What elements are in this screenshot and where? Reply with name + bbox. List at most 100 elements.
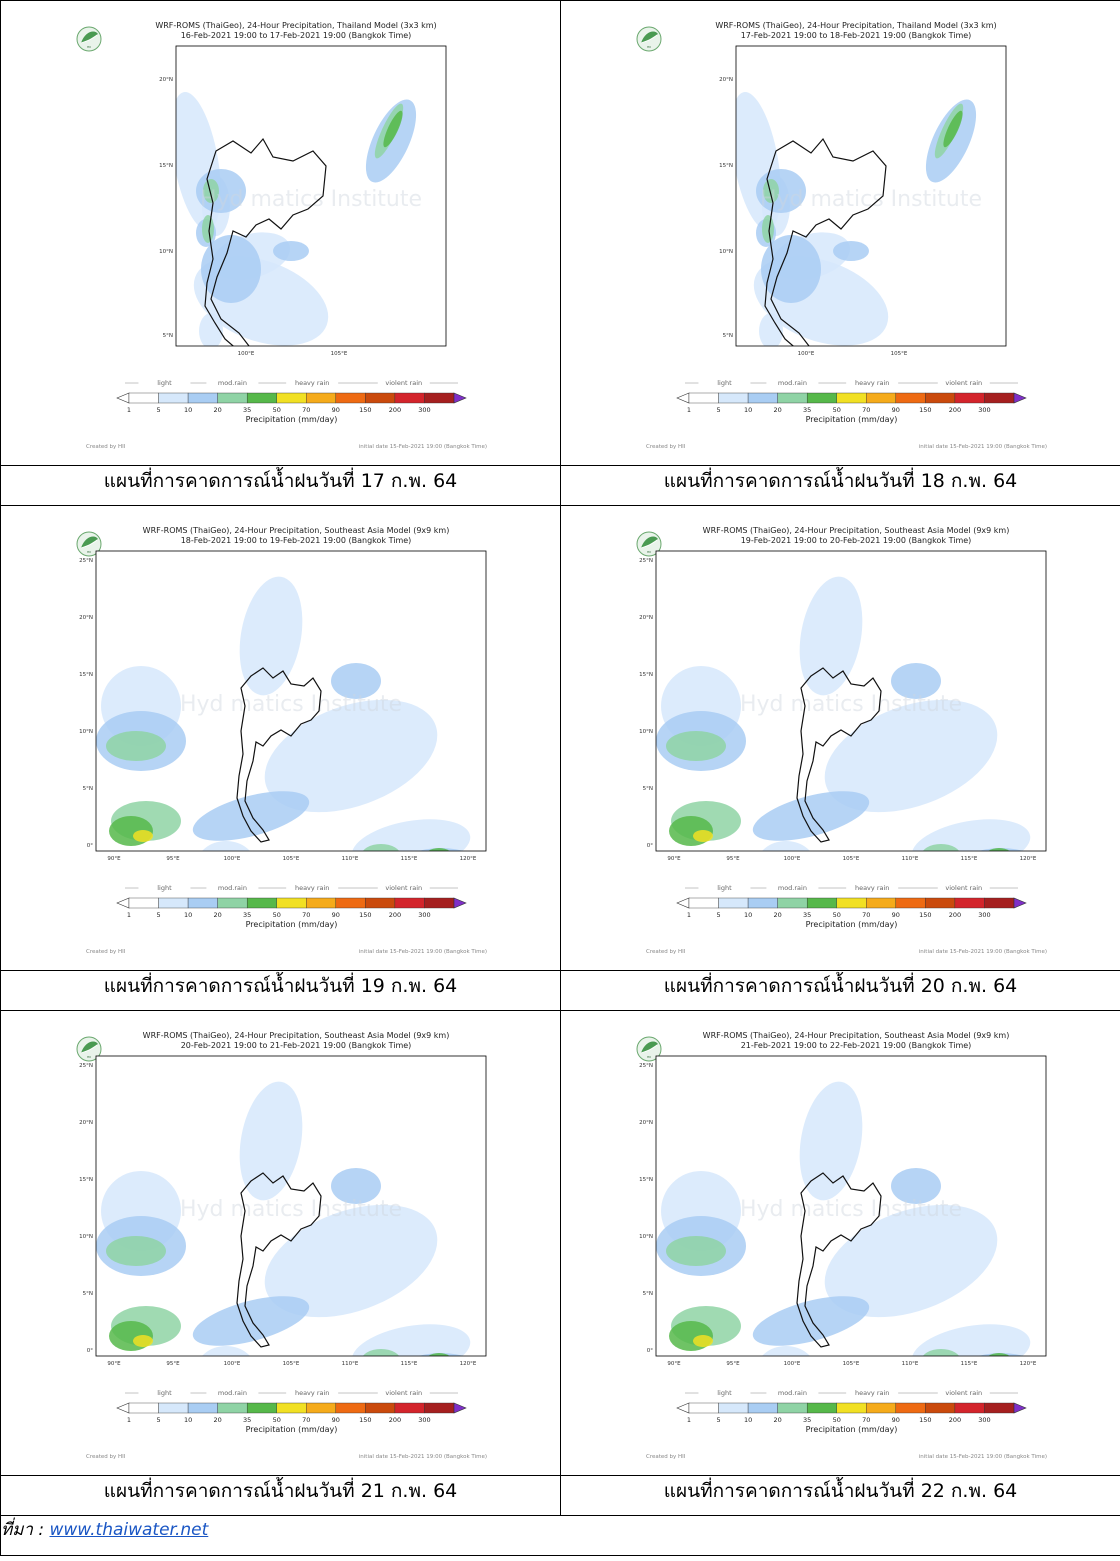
colorbar-category-label: heavy rain [295,379,329,387]
colorbar-overflow [1013,392,1027,404]
lat-tick-label: 0° [87,1348,93,1354]
colorbar-underflow [116,897,130,909]
initial-date-label: initial date 15-Feb-2021 19:00 (Bangkok … [359,444,487,450]
colorbar-tick-label: 5 [156,911,160,919]
lon-tick-label: 95°E [166,856,180,862]
category-label-bg [206,1388,259,1397]
colorbar-segment [688,897,719,909]
colorbar-segment [335,392,366,404]
colorbar-segment [777,1402,808,1414]
colorbar-tick-label: 1 [127,1416,131,1424]
lat-tick-label: 20°N [639,615,653,621]
map-title-line1: WRF-ROMS (ThaiGeo), 24-Hour Precipitatio… [143,526,450,535]
rain-area [106,731,166,761]
forecast-map-figure: HII WRF-ROMS (ThaiGeo), 24-Hour Precipit… [76,526,487,955]
rain-area [833,241,869,261]
colorbar-category-label: light [157,1389,172,1397]
rain-area [331,663,381,699]
colorbar-segment [394,392,425,404]
colorbar-category-label: heavy rain [295,1389,329,1397]
lat-tick-label: 5°N [643,786,653,792]
source-link[interactable]: www.thaiwater.net [49,1520,209,1540]
lat-tick-label: 5°N [83,1291,93,1297]
rain-area [911,1324,1031,1356]
initial-date-label: initial date 15-Feb-2021 19:00 (Bangkok … [919,1454,1047,1460]
colorbar-segment [718,392,749,404]
lat-tick-label: 15°N [159,163,173,169]
colorbar-tick-label: 20 [213,911,221,919]
rain-area [666,731,726,761]
colorbar-segment [246,392,277,404]
colorbar-segment [424,1402,455,1414]
colorbar-category-label: heavy rain [855,1389,889,1397]
map-title-line2: 17-Feb-2021 19:00 to 18-Feb-2021 19:00 (… [741,31,972,40]
lat-tick-label: 10°N [79,1234,93,1240]
rain-area [239,576,303,696]
rain-area [891,663,941,699]
lon-tick-label: 95°E [166,1361,180,1367]
rain-area [362,844,400,851]
colorbar-category-label: mod.rain [778,1389,807,1397]
rain-area [106,1236,166,1266]
colorbar-segment [394,897,425,909]
colorbar-segment [925,1402,956,1414]
colorbar-tick-label: 150 [919,911,931,919]
colorbar-tick-label: 70 [302,406,310,414]
colorbar-tick-label: 90 [332,1416,340,1424]
colorbar-segment [128,392,159,404]
lon-tick-label: 90°E [107,856,121,862]
rain-area [362,1349,400,1356]
colorbar-label: Precipitation (mm/day) [806,1425,898,1434]
rain-area [133,830,153,842]
created-by-label: Created by HII [646,949,686,955]
lat-tick-label: 5°N [723,333,733,339]
lat-tick-label: 10°N [79,729,93,735]
colorbar-tick-label: 50 [273,1416,281,1424]
lat-tick-label: 20°N [719,77,733,83]
hii-leaf-logo-icon: HII [76,1036,102,1062]
map-caption: แผนที่การคาดการณ์น้ำฝนวันที่ 17 ก.พ. 64 [0,465,561,506]
category-label-bg [377,883,430,892]
colorbar-segment [276,1402,307,1414]
colorbar-overflow [453,897,467,909]
svg-text:HII: HII [87,550,91,554]
colorbar-segment [276,897,307,909]
rain-area [203,179,219,203]
lat-tick-label: 15°N [79,672,93,678]
watermark-text: Hyd matics Institute [180,692,402,717]
lat-tick-label: 15°N [639,672,653,678]
initial-date-label: initial date 15-Feb-2021 19:00 (Bangkok … [359,949,487,955]
colorbar-segment [747,897,778,909]
rain-area [383,110,403,148]
colorbar-tick-label: 50 [833,1416,841,1424]
colorbar-category-label: light [717,884,732,892]
colorbar-underflow [676,1402,690,1414]
lon-tick-label: 90°E [667,1361,681,1367]
source-note: ที่มา : www.thaiwater.net [0,1515,1120,1556]
rain-area [759,313,783,346]
lat-tick-label: 20°N [159,77,173,83]
rain-field: Hyd matics Institute [656,1081,1031,1356]
map-title-line1: WRF-ROMS (ThaiGeo), 24-Hour Precipitatio… [703,1031,1010,1040]
rain-area [199,313,223,346]
colorbar-tick-label: 300 [978,406,990,414]
rain-area [239,1081,303,1201]
rain-area [978,1353,1024,1356]
colorbar-tick-label: 5 [716,911,720,919]
map-title-line2: 16-Feb-2021 19:00 to 17-Feb-2021 19:00 (… [181,31,412,40]
colorbar-category-label: violent rain [385,1389,422,1397]
colorbar-tick-label: 5 [716,406,720,414]
precipitation-map: Hyd matics Institute20°N15°N10°N5°N100°E… [719,45,1007,357]
colorbar-tick-label: 150 [359,406,371,414]
lon-tick-label: 100°E [224,856,241,862]
svg-text:HII: HII [647,550,651,554]
colorbar-tick-label: 200 [949,1416,961,1424]
rain-area [824,699,998,813]
map-cell: HII WRF-ROMS (ThaiGeo), 24-Hour Precipit… [0,1010,561,1476]
colorbar-segment [777,392,808,404]
lon-tick-label: 90°E [107,1361,121,1367]
colorbar-tick-label: 10 [184,1416,192,1424]
category-label-bg [937,883,990,892]
colorbar-tick-label: 50 [273,406,281,414]
